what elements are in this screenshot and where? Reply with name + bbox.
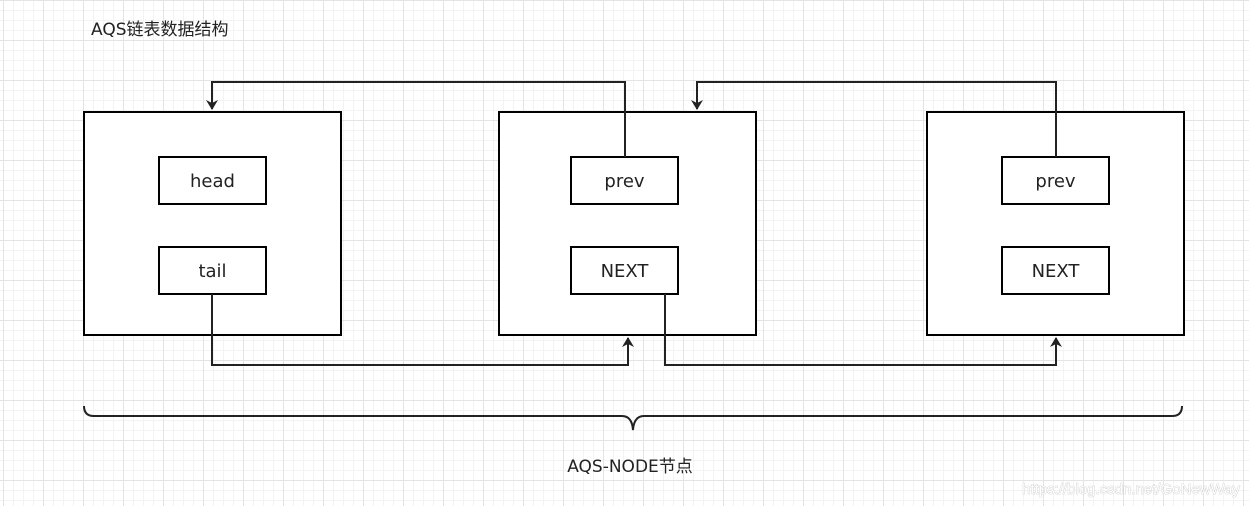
edge-node-1-prev-to-node-0 xyxy=(206,81,626,157)
node-1-next-field xyxy=(570,246,679,295)
diagram-title: AQS链表数据结构 xyxy=(91,20,229,40)
node-1-box xyxy=(498,111,757,336)
node-1: prev NEXT xyxy=(498,111,757,336)
node-2-next-label: NEXT xyxy=(1032,261,1081,282)
watermark: https://blog.csdn.net/GoNewWay xyxy=(1022,481,1240,498)
edge-node-1-next-to-node-2 xyxy=(664,294,1062,366)
node-2-next-field xyxy=(1001,246,1110,295)
node-1-next-label: NEXT xyxy=(601,261,650,282)
curly-brace xyxy=(83,405,1183,431)
node-2-prev-field xyxy=(1001,156,1110,205)
node-0-head-label: head xyxy=(190,171,235,192)
edge-node-2-prev-to-node-1 xyxy=(691,81,1057,157)
node-0-tail-field xyxy=(158,246,267,295)
node-2-prev-label: prev xyxy=(1035,171,1076,192)
brace-label: AQS-NODE节点 xyxy=(567,457,693,477)
node-0-head-field xyxy=(158,156,267,205)
node-1-prev-label: prev xyxy=(604,171,645,192)
node-0-tail-label: tail xyxy=(198,261,226,282)
edge-node-0-tail-to-node-1 xyxy=(211,294,634,366)
